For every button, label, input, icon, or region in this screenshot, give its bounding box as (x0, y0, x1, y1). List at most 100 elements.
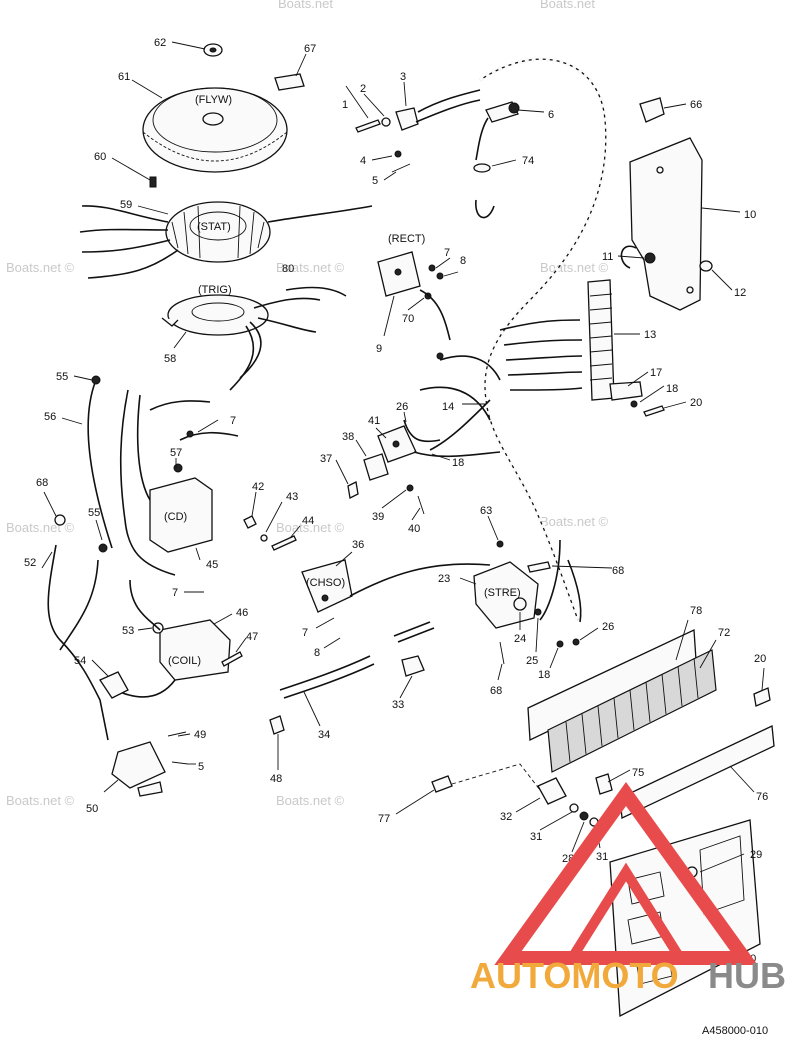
leader-55a (73, 375, 93, 381)
watermark-6: Boats.net © (540, 514, 609, 529)
callout-36: 36 (352, 539, 364, 551)
callout-55a: 55 (56, 371, 68, 383)
screw-20-right (643, 405, 665, 417)
screw-5-lower (171, 761, 189, 765)
leader-7a (197, 419, 219, 433)
grommet-74 (473, 163, 491, 173)
leader-28 (571, 821, 585, 853)
callout-57: 57 (170, 447, 182, 459)
callout-3: 3 (400, 71, 406, 83)
leader-32 (515, 797, 541, 813)
ground-lead-56 (87, 379, 113, 549)
leader-33 (399, 675, 413, 699)
leader-26a (403, 411, 407, 423)
leader-49 (177, 733, 191, 737)
callout-7b: 7 (444, 247, 450, 259)
starter-solenoid-assembly: (STRE) (473, 540, 580, 665)
callout-42: 42 (252, 481, 264, 493)
leader-47 (235, 637, 247, 653)
leader-50 (103, 779, 119, 793)
leader-9 (383, 295, 395, 337)
callout-8b: 8 (314, 647, 320, 659)
lead-34-b (283, 663, 375, 699)
leader-lines (41, 41, 765, 951)
callout-62: 62 (154, 37, 166, 49)
harness-branch-1 (439, 355, 501, 381)
callout-5a: 5 (372, 175, 378, 187)
callout-40: 40 (408, 523, 420, 535)
cd-harness-1 (119, 389, 176, 576)
harness-branch-9 (539, 539, 561, 621)
flywheel-ring-gear-teeth (142, 131, 288, 162)
fuse-dash-path (451, 763, 541, 791)
cd-module-45 (149, 477, 213, 553)
part-11-lead (620, 245, 637, 269)
leader-29 (699, 853, 745, 873)
terminal-block-dividers (589, 293, 613, 381)
cd-nut-57 (173, 463, 183, 473)
leader-20b (761, 667, 765, 691)
leader-8b (323, 637, 341, 649)
cd-mount-hardware (243, 515, 297, 551)
flywheel-hub (202, 112, 224, 126)
watermark-3: Boats.net © (540, 260, 609, 275)
cd-harness-3 (149, 400, 211, 411)
callout-24: 24 (514, 633, 526, 645)
callout-2: 2 (360, 83, 366, 95)
callout-9: 9 (376, 343, 382, 355)
trigger-inner-ring (191, 302, 245, 322)
leader-70 (407, 297, 425, 311)
leader-45 (195, 547, 201, 561)
stator-lead-3 (81, 239, 171, 253)
leader-78 (675, 619, 689, 661)
fuse-holder-assembly (431, 763, 599, 827)
flywheel-assembly: (FLYW) (142, 43, 305, 173)
callout-58: 58 (164, 353, 176, 365)
trigger-lead-3 (229, 325, 255, 391)
lead-52-b (59, 559, 99, 651)
nut-63 (496, 540, 504, 548)
starter-solenoid-23 (473, 561, 539, 629)
chso-plunger (321, 594, 329, 602)
leader-25 (535, 617, 539, 653)
part-50-bracket (137, 781, 163, 797)
relay-lead-26 (403, 419, 441, 443)
trigger-tab-left (161, 317, 179, 327)
leader-59 (137, 205, 169, 215)
choke-solenoid-36 (301, 559, 353, 613)
fuse-77 (431, 775, 453, 793)
leader-39 (381, 489, 407, 509)
callout-18b: 18 (452, 457, 464, 469)
watermark-7: Boats.net © (6, 793, 75, 808)
nut-55-mid (98, 543, 108, 553)
callout-63: 63 (480, 505, 492, 517)
leader-62 (171, 41, 206, 50)
leader-26b (579, 627, 599, 641)
part-17 (609, 381, 643, 401)
callout-12: 12 (734, 287, 746, 299)
callout-5b: 5 (198, 761, 204, 773)
part-3 (395, 107, 419, 131)
stator-lead-1 (81, 205, 169, 223)
harness-branch-7 (509, 387, 583, 391)
screw-5 (391, 163, 411, 173)
bracket-hole-2 (686, 286, 694, 294)
cd-module-assembly: (CD) (119, 389, 239, 576)
callout-26b: 26 (602, 621, 614, 633)
logo-text-hub: HUB (708, 955, 786, 996)
watermark-top: Boats.net (278, 0, 333, 11)
washer-18-lower (556, 640, 564, 648)
coil-primary-lead (129, 579, 161, 631)
watermark-5: Boats.net © (276, 520, 345, 535)
part-50 (111, 741, 166, 789)
leader-18a (639, 385, 665, 403)
screw-20-strip (753, 687, 771, 707)
callout-68a: 68 (36, 477, 48, 489)
part-11 (644, 252, 656, 264)
caption-rect: (RECT) (388, 233, 425, 245)
mount-bracket-assembly (620, 97, 713, 311)
lower-leads (269, 621, 435, 735)
chso-lead (349, 563, 491, 597)
washer-18-right (630, 400, 638, 408)
